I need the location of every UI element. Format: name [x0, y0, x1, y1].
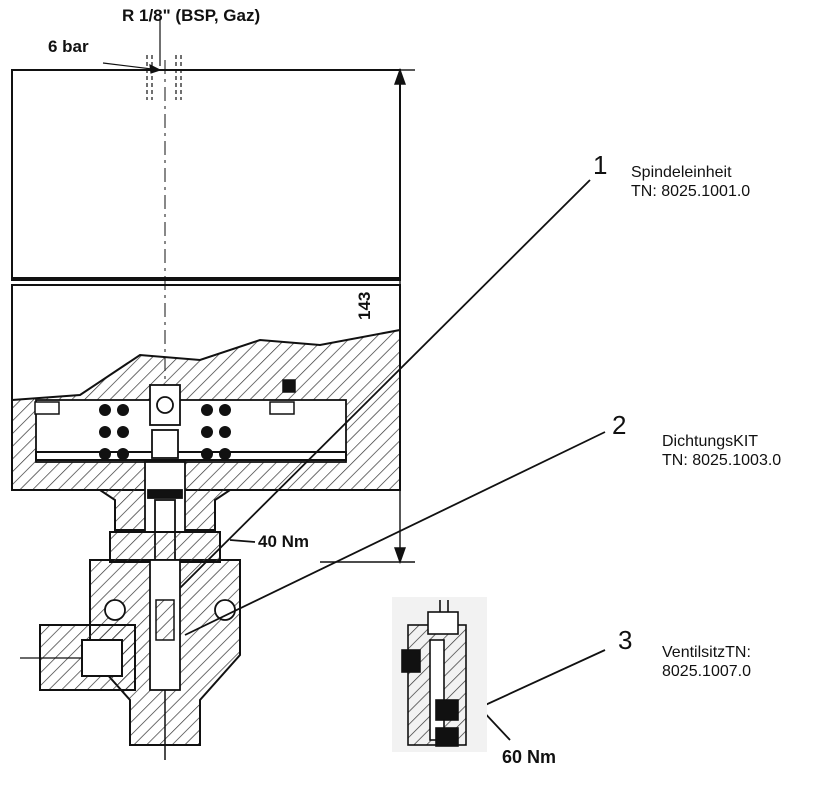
pressure-label: 6 bar [48, 37, 89, 56]
callout-number-2: 2 [612, 410, 627, 440]
callout-number-3: 3 [618, 625, 633, 655]
thread-label: R 1/8" (BSP, Gaz) [122, 6, 261, 25]
bolt-holes [104, 599, 236, 621]
side-fittings [34, 379, 296, 415]
side-connector [20, 624, 136, 691]
callout-2-line1: DichtungsKIT [662, 433, 759, 450]
callout-3-line1: VentilsitzTN: [662, 644, 751, 661]
callout-number-1: 1 [593, 150, 608, 180]
callout-3-text: VentilsitzTN: 8025.1007.0 [662, 643, 751, 681]
torque-seat-label: 60 Nm [502, 747, 557, 767]
pressure-port [146, 55, 182, 100]
callout-1-line1: Spindeleinheit [631, 164, 732, 181]
callout-1-line2: TN: 8025.1001.0 [631, 183, 751, 200]
pressure-leader [102, 20, 162, 74]
dimension-label: 143 [355, 291, 374, 320]
diaphragm-plate [35, 451, 347, 461]
springs [99, 404, 231, 460]
callout-2-line2: TN: 8025.1003.0 [662, 452, 782, 469]
callout-leaders [179, 179, 606, 741]
union-nut [109, 531, 221, 563]
callout-1-text: Spindeleinheit TN: 8025.1001.0 [631, 163, 750, 201]
seat-detail-inset [392, 597, 487, 752]
callout-2-text: DichtungsKIT TN: 8025.1003.0 [662, 432, 781, 470]
callout-3-line2: 8025.1007.0 [662, 663, 751, 680]
torque-body-label: 40 Nm [258, 532, 310, 551]
seat-insert [155, 599, 175, 641]
